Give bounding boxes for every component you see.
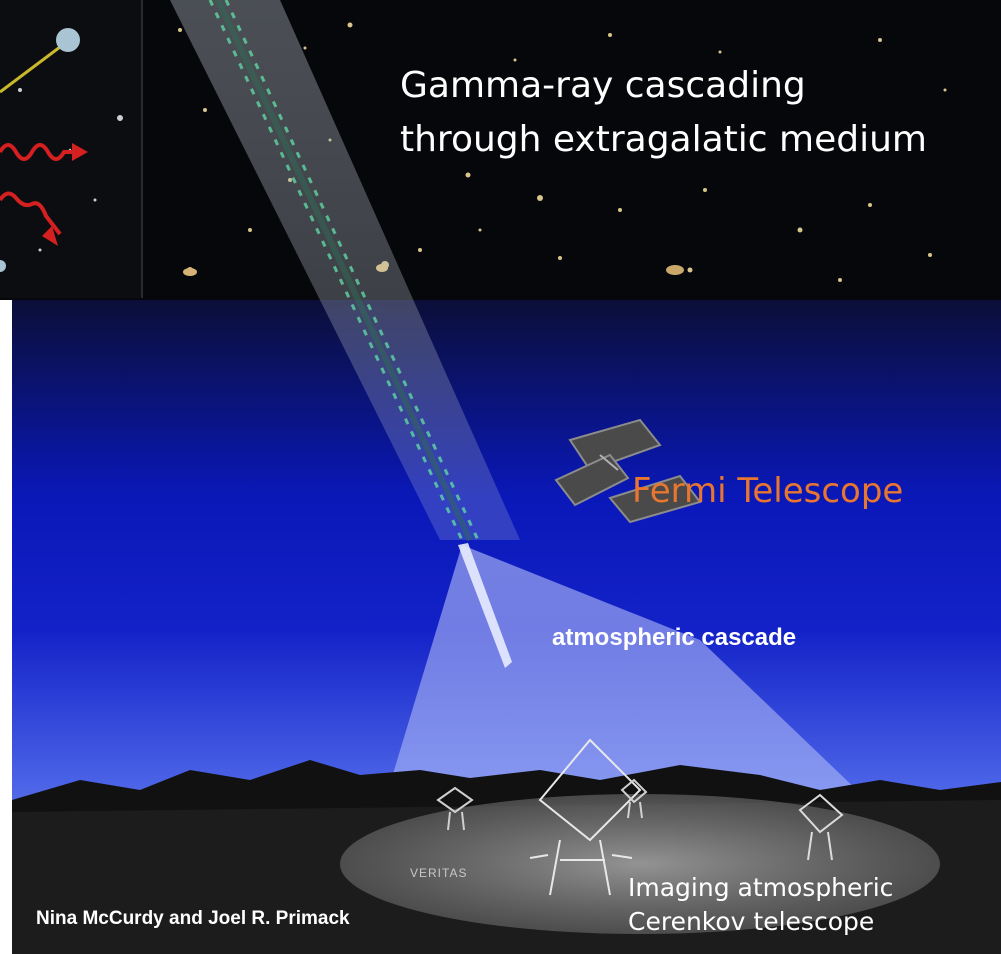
light-pool — [340, 794, 940, 934]
atmospheric-cascade-label: atmospheric cascade — [552, 624, 797, 651]
title-line1: Gamma-ray cascading — [400, 65, 806, 106]
gamma-ray-beam — [170, 0, 520, 542]
deep-space-panel — [0, 0, 1001, 300]
credit-label: Nina McCurdy and Joel R. Primack — [36, 908, 350, 929]
telescope-icon — [798, 793, 844, 861]
veritas-label: VERITAS — [410, 866, 468, 880]
telescope-icon — [529, 738, 642, 896]
telescope-icon — [620, 778, 648, 819]
iact-label-line1: Imaging atmospheric — [628, 873, 894, 902]
title-line2: through extragalatic medium — [400, 119, 927, 160]
satellite-icon — [554, 418, 702, 524]
iact-label-line2: Cerenkov telescope — [628, 907, 875, 936]
telescope-icon — [436, 786, 474, 831]
shower-core — [458, 543, 512, 668]
fermi-telescope-label: Fermi Telescope — [632, 471, 904, 511]
red-photon-arrows — [0, 28, 88, 272]
